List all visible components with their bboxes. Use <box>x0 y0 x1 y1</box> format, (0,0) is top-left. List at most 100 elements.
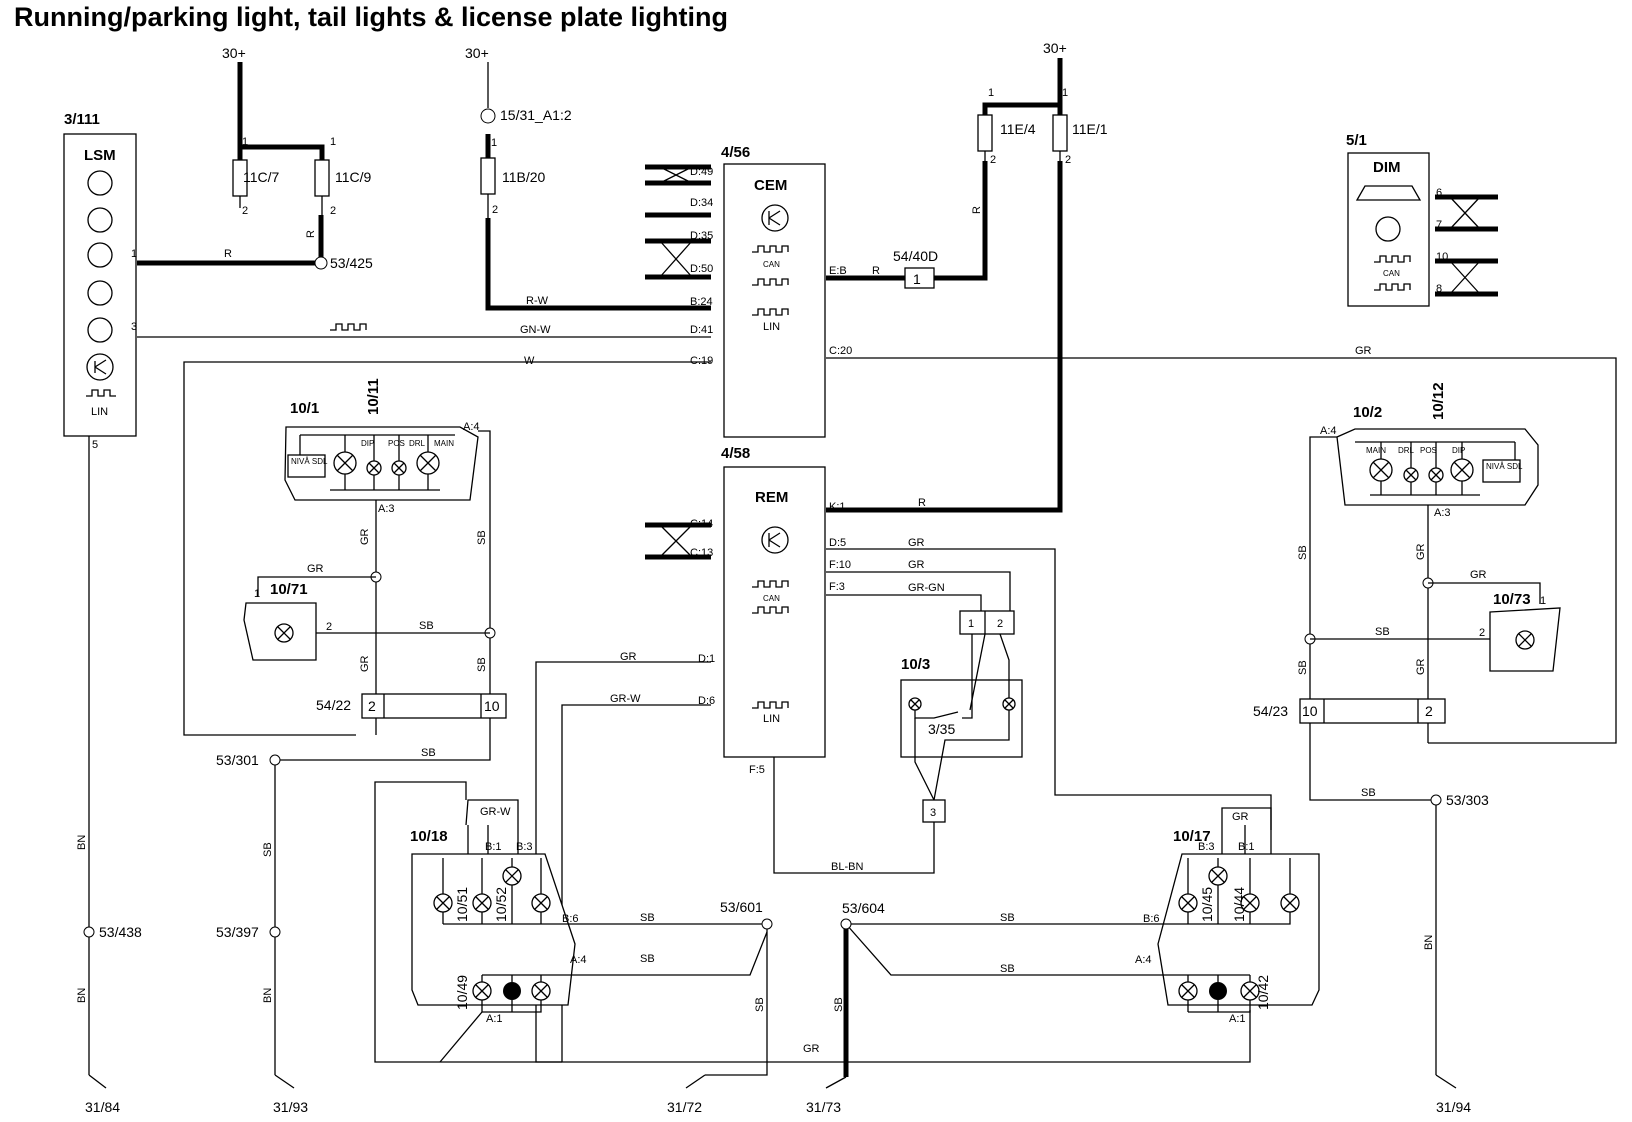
connector-pin: 10 <box>1302 703 1318 719</box>
lamp-icon <box>503 982 521 1000</box>
lamp-ref: 10/45 <box>1199 887 1215 922</box>
component-ref: 10/11 <box>365 378 382 415</box>
connector-label: 54/22 <box>316 697 351 713</box>
connector-pin: 1 <box>913 271 921 287</box>
pin-label: D:50 <box>690 263 713 275</box>
component-ref: 10/18 <box>410 828 448 845</box>
splice-label: 53/425 <box>330 255 373 271</box>
pin-label: B:1 <box>485 841 502 853</box>
connector-54-22: 54/22 2 10 SB <box>275 693 507 761</box>
fuse-11c9 <box>314 159 330 197</box>
lamp-ref: 10/49 <box>454 975 470 1010</box>
fuse-label: 11E/4 <box>1000 121 1036 137</box>
levelling-label: NIVÅ SDL <box>291 457 328 466</box>
lamp-label: DRL <box>1398 446 1415 455</box>
lamp-label: POS <box>1420 446 1437 455</box>
lin-icon <box>86 389 116 397</box>
lin-icon <box>752 308 789 316</box>
wire-color-label: SB <box>833 997 845 1012</box>
lamp-label: MAIN <box>1366 446 1386 455</box>
wire-color-label: BN <box>262 988 274 1003</box>
wire-color-label: SB <box>1375 626 1390 638</box>
lamp-icon <box>1209 982 1227 1000</box>
component-ref: 4/58 <box>721 445 750 462</box>
connector-pin: 1 <box>968 618 974 630</box>
bus-label: LIN <box>763 713 780 725</box>
wire-color-label: SB <box>640 912 655 924</box>
pin-label: 6 <box>1436 187 1442 199</box>
fuse-label: 11C/9 <box>335 169 372 185</box>
wire-color-label: SB <box>476 530 488 545</box>
pin-label: B:3 <box>516 841 533 853</box>
fuse-pin: 1 <box>988 87 994 99</box>
lamp-label: DIP <box>1452 446 1465 455</box>
connector-pin: 2 <box>368 698 376 714</box>
side-marker-right: 10/73 1 2 SB <box>1310 591 1561 672</box>
connector-15-31 <box>480 108 496 124</box>
cem-module: 4/56 CEM CAN LIN D:49 D:34 D:35 D:50 B:2… <box>645 144 852 438</box>
fuse-11e4 <box>977 114 993 152</box>
can-icon <box>752 580 789 588</box>
rem-module: 4/58 REM CAN LIN C:14 C:13 K:1 D:5 F:10 … <box>645 445 851 776</box>
wire-color-label: R <box>918 497 926 509</box>
wire-color-label: BN <box>76 988 88 1003</box>
pin-label: A:4 <box>463 421 480 433</box>
bus-label: LIN <box>763 321 780 333</box>
transistor-icon <box>1375 216 1401 242</box>
lamp-ref: 10/51 <box>454 887 470 922</box>
splice-label: 53/438 <box>99 924 142 940</box>
can-icon <box>1374 255 1411 263</box>
wire-color-label: R-W <box>526 295 549 307</box>
wire-color-label: GR <box>908 537 925 549</box>
pin-label: B:24 <box>690 296 713 308</box>
wire-color-label: BN <box>1423 935 1435 950</box>
pin-label: 8 <box>1436 283 1442 295</box>
pin-label: 5 <box>92 439 98 451</box>
transistor-icon <box>761 204 789 232</box>
wire-color-label: BL-BN <box>831 861 863 873</box>
connector-label: 54/40D <box>893 248 938 264</box>
fuse-pin: 1 <box>242 136 248 148</box>
wire-color-label: SB <box>1297 545 1309 560</box>
fuse-pin: 1 <box>1062 87 1068 99</box>
pin-label: A:4 <box>570 954 587 966</box>
lamp-icon <box>1515 630 1535 650</box>
wire-color-label: GR <box>908 559 925 571</box>
splice-53-301 <box>269 754 281 766</box>
component-ref: 5/1 <box>1346 132 1367 149</box>
pin-label: 3 <box>131 321 137 333</box>
splice-53-604 <box>840 918 852 930</box>
connector-label: 15/31_A1:2 <box>500 107 572 123</box>
tail-lamp-left: 10/18 GR-W B:1 B:3 B:6 A:4 A:1 10/51 10/… <box>410 799 590 1025</box>
headlamp-right: 10/2 10/12 NIVÅ SDL MAIN DRL POS DIP A:4… <box>1297 382 1539 706</box>
tail-lamp-right: 10/17 GR B:3 B:1 B:6 A:4 A:1 10/45 10/44… <box>1135 807 1320 1025</box>
connector-54-40d <box>904 267 935 289</box>
lamp-label: MAIN <box>434 439 454 448</box>
pin-label: D:6 <box>698 695 715 707</box>
wire-color-label: SB <box>1000 912 1015 924</box>
lamp-label: DRL <box>409 439 426 448</box>
pin-label: 2 <box>326 621 332 633</box>
lamp-ref: 10/42 <box>1255 975 1271 1010</box>
splice-53-303 <box>1430 794 1442 806</box>
pin-label: C:14 <box>690 518 713 530</box>
pin-label: D:49 <box>690 166 713 178</box>
pin-label: A:1 <box>1229 1013 1246 1025</box>
wire-color-label: GR <box>803 1043 820 1055</box>
lsm-module: 3/111 LSM LIN 1 3 5 R <box>63 111 232 451</box>
module-name: REM <box>755 489 788 506</box>
connector-pin: 2 <box>997 618 1003 630</box>
fuse-pin: 2 <box>1065 154 1071 166</box>
component-ref: 10/3 <box>901 656 930 673</box>
wire-color-label: SB <box>419 620 434 632</box>
pin-label: B:6 <box>1143 913 1160 925</box>
lamp-label: POS <box>388 439 405 448</box>
wire-color-label: SB <box>421 747 436 759</box>
headlamp-left: 10/1 10/11 NIVÅ SDL DIP POS DRL MAIN A:4… <box>284 378 491 694</box>
fuses: 11C/7 11C/9 11B/20 11E/4 11E/1 1 1 1 1 1… <box>232 87 1108 238</box>
splice-label: 53/301 <box>216 752 259 768</box>
component-ref: 10/17 <box>1173 828 1211 845</box>
wire-color-label: R <box>872 265 880 277</box>
ground-label: 31/93 <box>273 1099 308 1115</box>
